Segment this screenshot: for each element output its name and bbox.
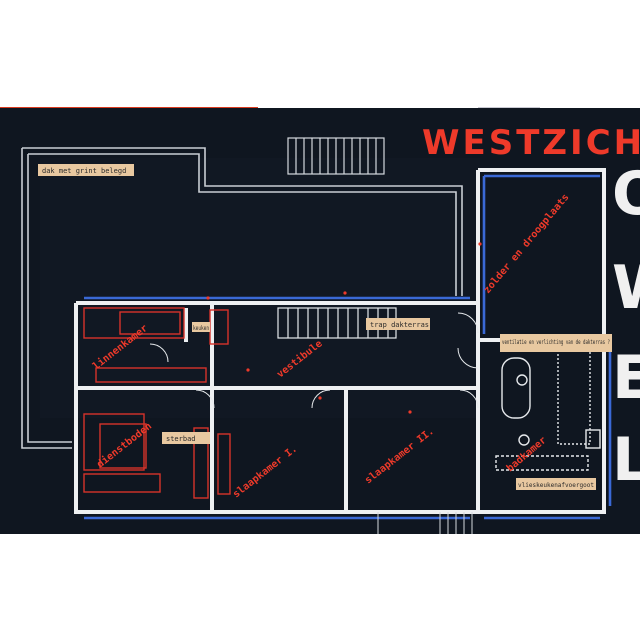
red-marks (206, 242, 482, 414)
side-letter-1: O (612, 159, 640, 229)
roof-stair (287, 137, 385, 175)
side-letter-4: L (612, 425, 640, 495)
tag-vent: ventilatie en verlichting van de dakterr… (502, 339, 610, 346)
side-letter-3: E (612, 343, 640, 413)
label-tags: dak met grint belegd trap dakterras vent… (38, 164, 612, 490)
wall-hatching (377, 512, 473, 534)
tag-sterbad: sterbad (166, 435, 196, 443)
blue-wall-accents (84, 174, 612, 520)
roof-outline (21, 147, 463, 449)
furniture (83, 307, 231, 499)
side-letter-2: W (612, 253, 640, 323)
tag-stair: trap dakterras (370, 321, 429, 329)
poster-title: WESTZICHT (422, 123, 640, 163)
tag-keuken: keuken (193, 325, 209, 332)
door-swings (149, 312, 479, 409)
tag-roof: dak met grint belegd (42, 167, 126, 175)
floor-plan-poster: WESTZICHT O W E L dak met grint belegd t… (0, 108, 640, 534)
tag-bath-bottom: vlieskeukenafvoergoot (518, 482, 594, 489)
